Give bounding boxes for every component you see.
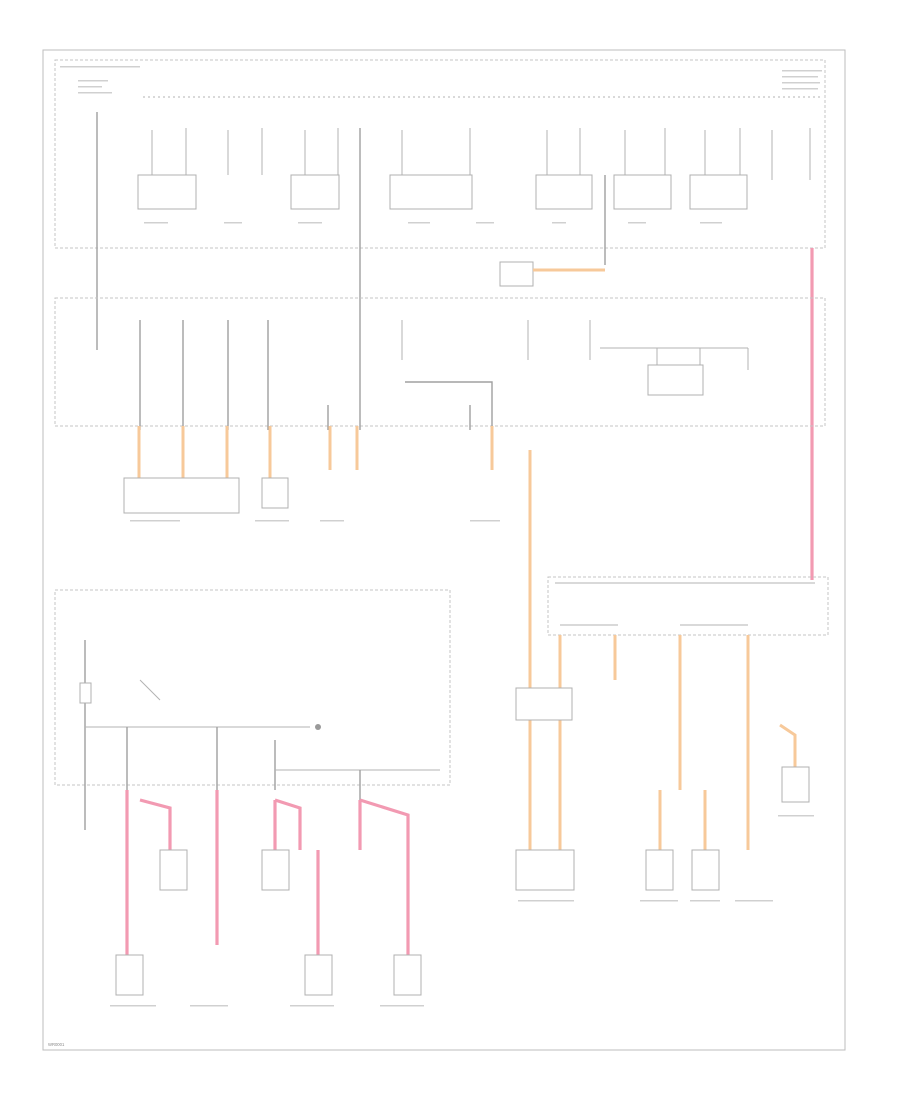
top-label-stubs — [60, 66, 822, 224]
diagram-border — [42, 49, 846, 1051]
lower-right-fuse-block — [547, 576, 829, 636]
underhood-fuse-block-outline — [54, 59, 826, 249]
relay-module-lower — [515, 687, 573, 721]
ground-splice — [315, 724, 321, 730]
underhood-fuse-block — [54, 59, 826, 305]
component-f — [393, 954, 422, 996]
lower-right-fuse-block-outline — [547, 576, 829, 636]
pink-feeds — [125, 790, 410, 955]
fuse-column-4 — [389, 128, 473, 210]
fusible-link — [79, 682, 92, 704]
fuse-module-3 — [290, 174, 340, 210]
component-g — [515, 849, 575, 891]
ip-fuse-block-outline — [54, 297, 826, 427]
ip-fuse-block — [54, 297, 826, 430]
component-d — [115, 954, 144, 996]
fuse-column-3 — [290, 128, 340, 210]
fuse-column-1 — [137, 128, 197, 210]
fuse-column-7 — [689, 128, 748, 210]
component-h — [645, 849, 674, 891]
lower-left-fuse-block-outline — [54, 589, 451, 786]
fuse-module-4 — [389, 174, 473, 210]
component-b — [159, 849, 188, 891]
fuse-module-1 — [137, 174, 197, 210]
component-i — [691, 849, 720, 891]
relay-module-ip — [647, 364, 704, 396]
fuse-column-5 — [535, 128, 593, 210]
fuse-module-5 — [535, 174, 593, 210]
switch-contact — [139, 679, 161, 701]
lower-label-stubs — [110, 520, 814, 1007]
fuse-module-7 — [689, 174, 748, 210]
component-a — [261, 477, 289, 509]
component-c — [261, 849, 290, 891]
fuse-column-2 — [227, 128, 263, 175]
hook-connector — [405, 381, 493, 430]
relay-module-top — [499, 261, 534, 287]
fuse-column-6 — [613, 128, 672, 210]
component-j — [781, 766, 810, 803]
lower-left-fuse-block — [54, 589, 451, 830]
fuse-column-8 — [771, 128, 811, 180]
body-control-module — [123, 477, 240, 514]
footer-code: WR0001 — [48, 1042, 65, 1047]
component-e — [304, 954, 333, 996]
orange-feeds-row1 — [137, 426, 532, 690]
fuse-module-6 — [613, 174, 672, 210]
orange-feeds-row2 — [528, 635, 797, 850]
